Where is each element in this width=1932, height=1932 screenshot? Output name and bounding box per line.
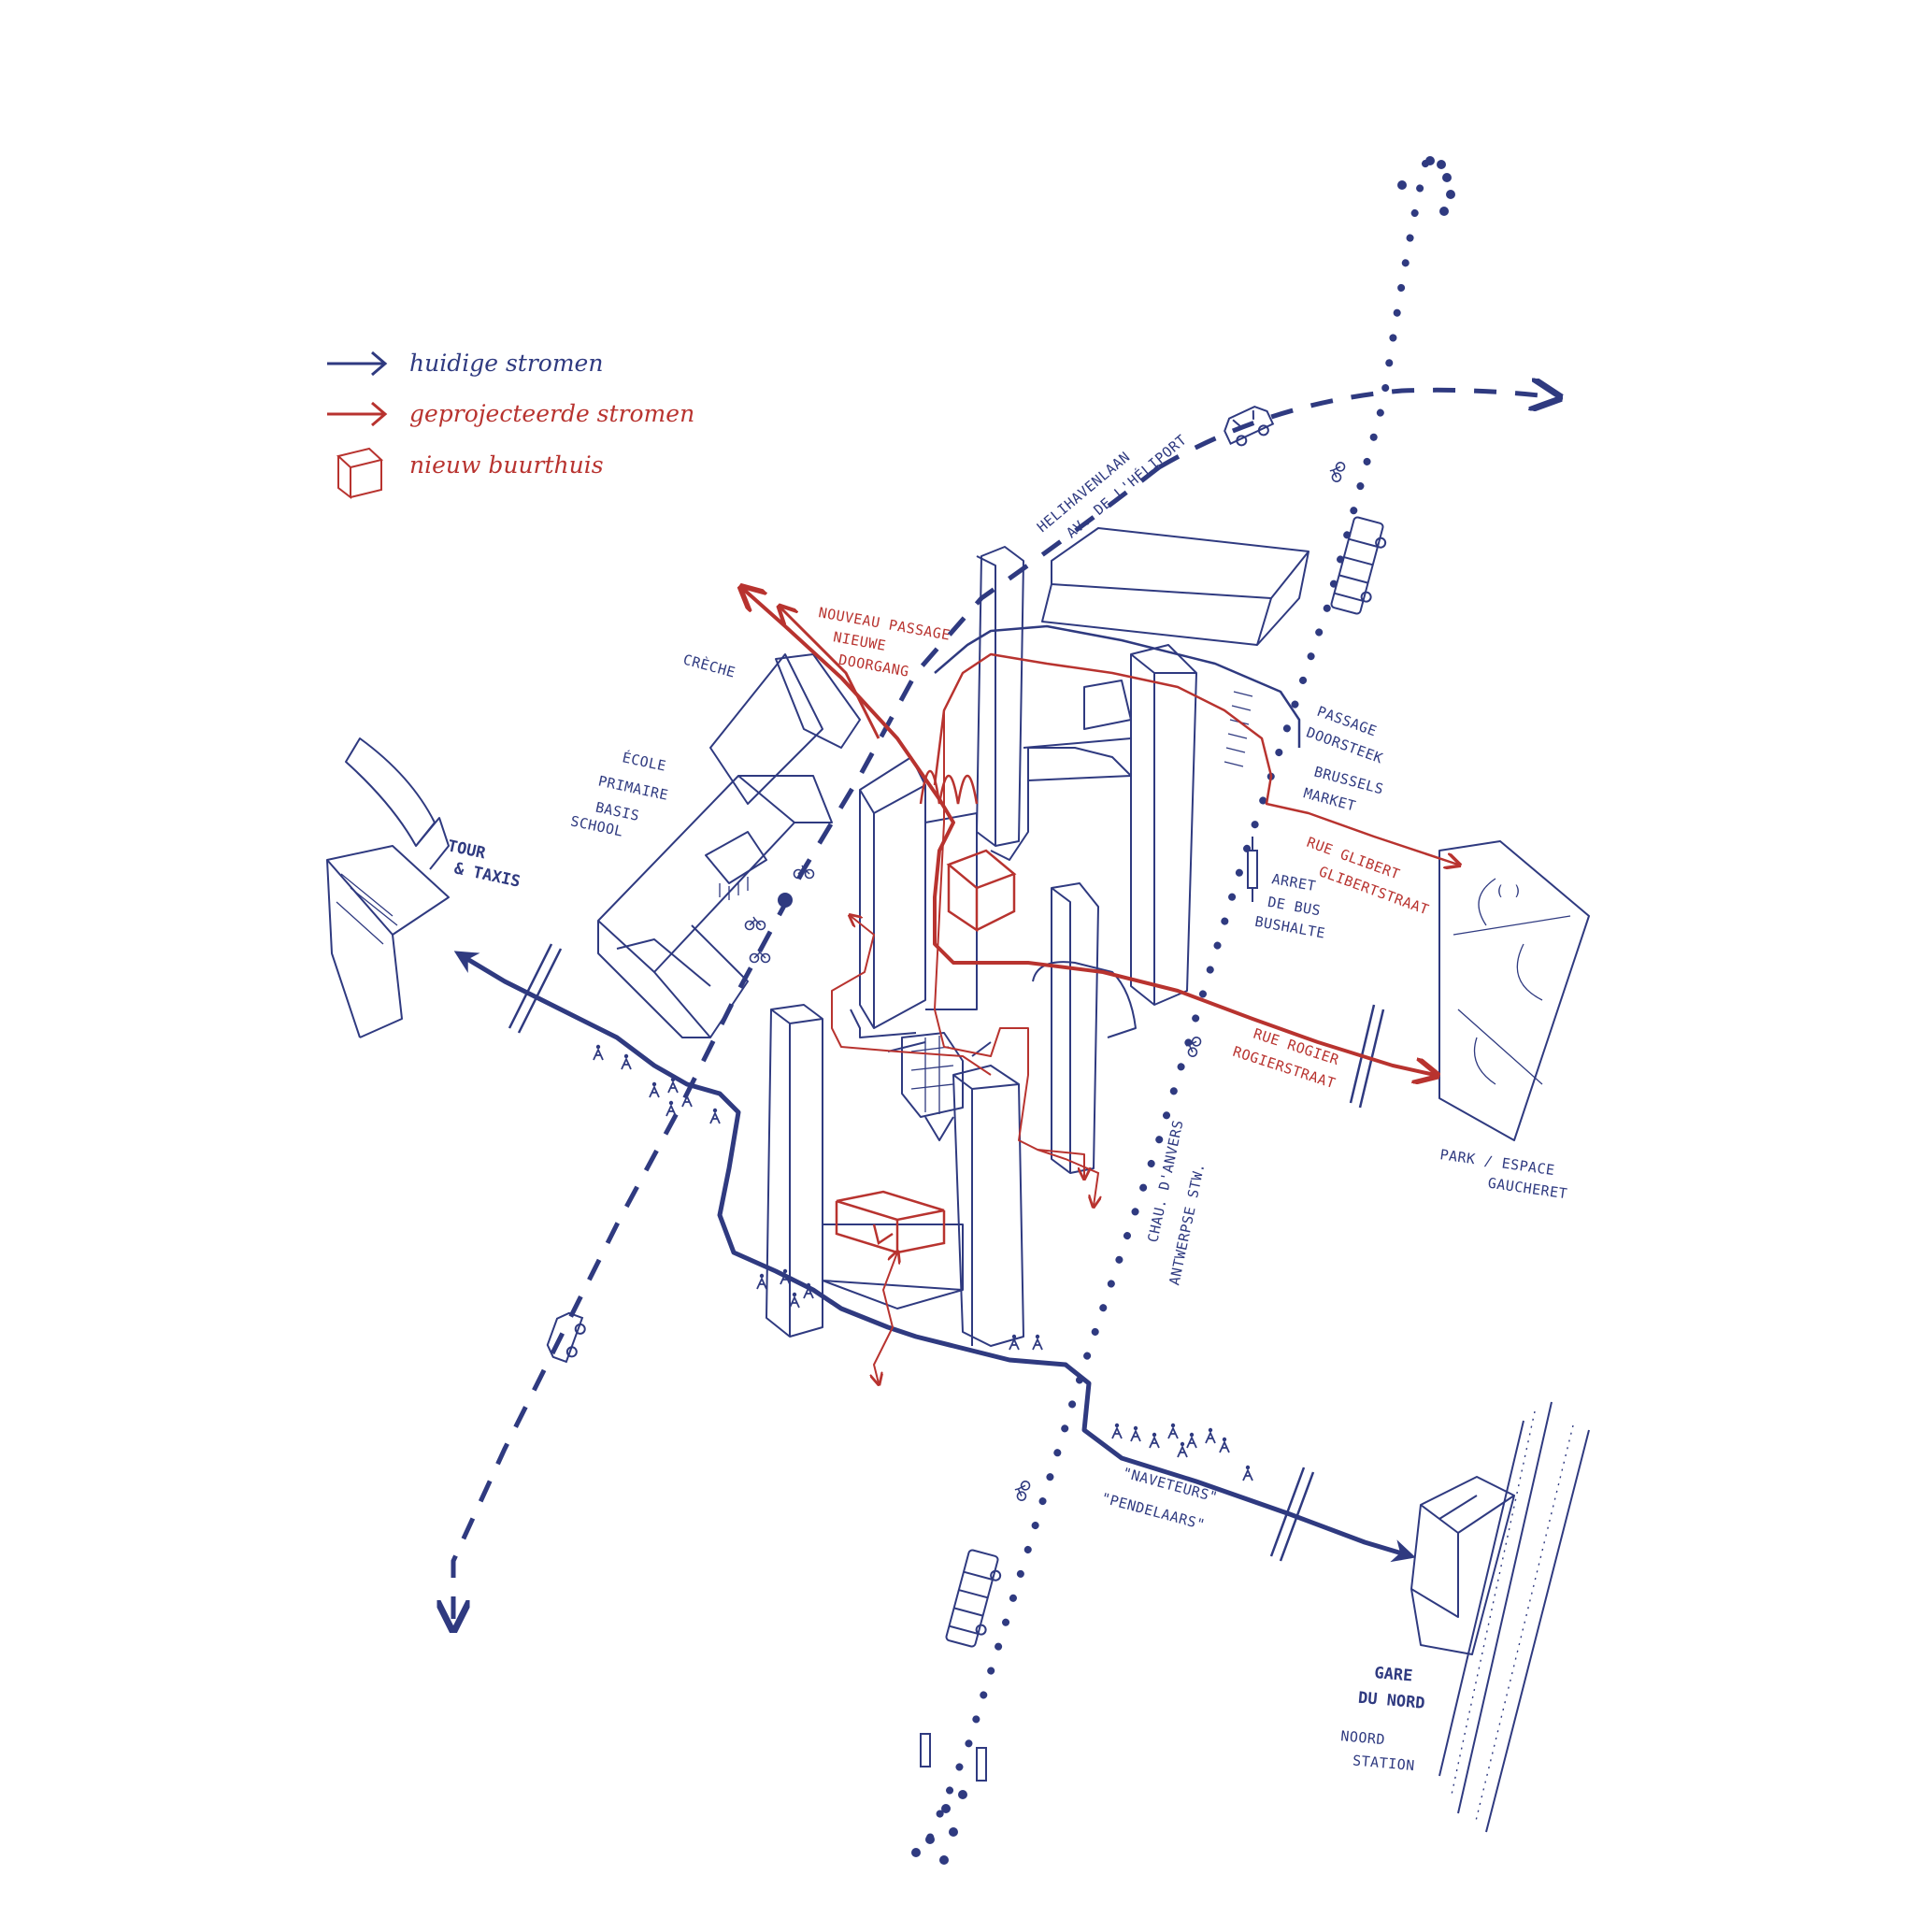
legend-building-label: nieuw buurthuis <box>409 451 604 479</box>
traffic-light-icon <box>920 837 1258 1782</box>
current-flow-court <box>850 961 1137 1057</box>
current-flow-pedestrian <box>453 951 1416 1563</box>
gare-label-2: DU NORD <box>1357 1689 1425 1713</box>
car-road-dashed-ne <box>1157 390 1556 470</box>
tour-label-2: & TAXIS <box>452 859 522 891</box>
bicycle-stop-marker <box>778 893 793 908</box>
label-heliport: HELIHAVENLAAN AV. DE L'HÉLIPORT <box>1034 431 1190 542</box>
label-creche: CRÈCHE <box>681 651 737 681</box>
label-market: BRUSSELS MARKET <box>1302 763 1386 814</box>
legend: huidige stromen geprojecteerde stromen n… <box>327 350 694 500</box>
ecole-label-2: PRIMAIRE <box>596 772 669 803</box>
community-house-upper <box>946 849 1017 933</box>
buildings: ( ) <box>326 527 1590 1655</box>
gare-label-4: STATION <box>1352 1752 1415 1774</box>
projected-flow-main <box>743 589 1435 1075</box>
projected-flow-south <box>874 1252 897 1383</box>
label-doorsteek: PASSAGE DOORSTEEK <box>1304 703 1385 767</box>
legend-projected: geprojecteerde stromen <box>327 400 694 427</box>
ecole-label-1: ÉCOLE <box>621 748 668 774</box>
tour-label-1: TOUR <box>446 837 488 863</box>
projected-flow-southeast <box>1037 1149 1098 1206</box>
tram-line-bottom-dots <box>911 1790 967 1865</box>
car-road-dashed <box>453 465 1161 1626</box>
car-icon <box>546 1311 586 1364</box>
pedestrian-icon <box>593 1043 1253 1481</box>
tram-line-top-dots <box>1397 156 1455 216</box>
label-nouveau-passage: NOUVEAU PASSAGE NIEUWE DOORGANG <box>817 604 952 680</box>
projected-flow-west <box>831 916 992 1076</box>
projected-flow-inner-loop <box>934 710 1084 1178</box>
tram-icon <box>945 1549 1002 1648</box>
label-ecole: ÉCOLE PRIMAIRE BASIS SCHOOL <box>569 748 670 839</box>
label-gare-du-nord: GARE DU NORD NOORD STATION <box>1340 1664 1426 1774</box>
community-house-lower <box>835 1190 946 1254</box>
legend-current-label: huidige stromen <box>409 350 603 377</box>
car-icon <box>1224 405 1275 447</box>
bus-label-1: ARRET <box>1270 870 1317 894</box>
railway-icon <box>1438 1401 1590 1833</box>
arrow-icon <box>327 401 388 427</box>
tram-line-dotted <box>917 160 1429 1864</box>
projected-flow-nouveau-passage <box>780 608 880 739</box>
gare-label-3: NOORD <box>1340 1727 1386 1748</box>
label-chaussee: CHAU. D'ANVERS ANTWERPSE STW. <box>1144 1119 1208 1287</box>
legend-projected-label: geprojecteerde stromen <box>409 400 694 427</box>
park-bracket: ( ) <box>1496 882 1523 899</box>
legend-building: nieuw buurthuis <box>336 447 604 500</box>
label-park: PARK / ESPACE GAUCHERET <box>1438 1146 1568 1203</box>
gare-label-1: GARE <box>1374 1664 1414 1685</box>
park-label-2: GAUCHERET <box>1487 1175 1568 1203</box>
legend-current: huidige stromen <box>327 350 603 377</box>
projected-flow-glibert <box>933 652 1458 865</box>
cube-icon <box>336 447 384 500</box>
label-tour-taxis: TOUR & TAXIS <box>446 837 522 891</box>
arrow-icon <box>327 351 388 377</box>
bus-icon <box>1330 516 1387 615</box>
park-label-1: PARK / ESPACE <box>1438 1146 1555 1179</box>
